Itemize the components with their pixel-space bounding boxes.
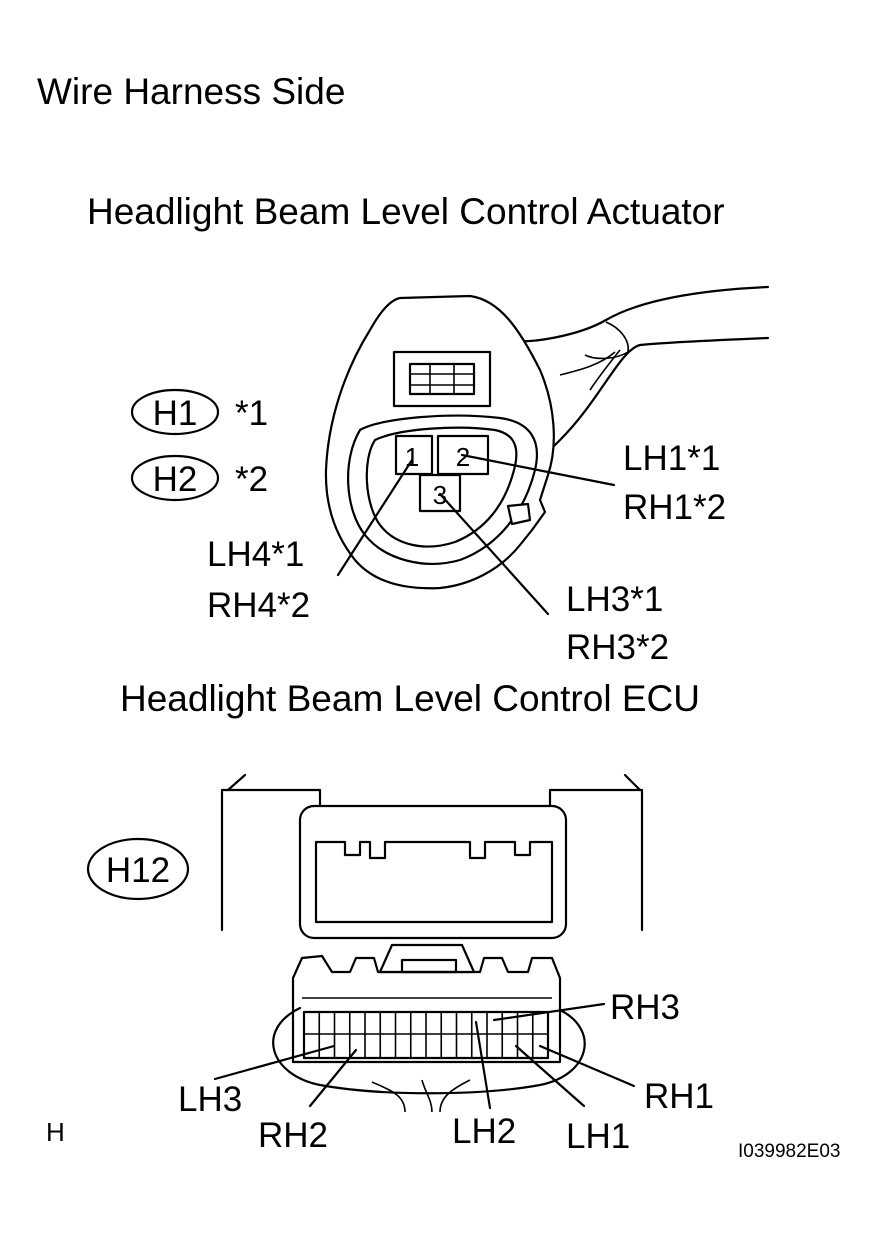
actuator-lock-tab [506,502,532,526]
ecu-plug-latch [378,943,476,974]
ecu-terminal-rh3: RH3 [610,988,680,1027]
ecu-leader-rh3 [492,1002,606,1022]
ecu-leader-lh3 [213,1044,336,1081]
connector-code-h1-label: H1 [153,394,198,433]
terminal-grid [304,1012,548,1058]
ecu-plug-body [291,954,562,1064]
actuator-pin-1-cell [394,434,434,476]
actuator-latch [392,350,492,408]
ecu-plug-latch-slot [400,958,458,974]
ecu-title: Headlight Beam Level Control ECU [120,678,700,719]
actuator-harness-strand-2 [589,349,621,391]
actuator-pin-2: 2 [456,442,470,472]
ecu-terminal-lh1: LH1 [566,1117,630,1156]
callout-leader-pin1 [336,458,414,577]
figure-id: I039982E03 [738,1141,841,1162]
actuator-housing-rim [346,414,539,565]
actuator-title: Headlight Beam Level Control Actuator [87,191,725,232]
actuator-harness-strand [559,351,616,376]
ecu-terminal-lh2: LH2 [452,1112,516,1151]
callout-pin3-lh: LH3*1 [566,580,663,619]
ecu-leader-rh1 [538,1044,636,1088]
ecu-terminal-rh2: RH2 [258,1116,328,1155]
ecu-harness-connector [213,943,636,1113]
connector-code-h12-label: H12 [106,851,170,890]
ecu-wire-2 [421,1079,433,1113]
actuator-cavity [365,426,518,548]
page-heading: Wire Harness Side [37,71,345,112]
callout-pin1-lh: LH4*1 [207,535,304,574]
connector-code-h1: H1 *1 [130,388,268,436]
ecu-receptacle-outer [298,804,568,940]
actuator-connector: 1 2 3 [324,285,770,616]
ecu-unit [220,773,644,940]
connector-code-h12-oval [86,837,190,901]
connector-code-h1-note: *1 [235,394,268,433]
connector-code-h2-oval [130,454,220,502]
connector-code-h12: H12 [86,837,190,901]
actuator-harness-loop [584,321,630,360]
connector-code-h2: H2 *2 [130,454,268,502]
connector-code-h2-label: H2 [153,460,198,499]
ecu-body-corner-left [226,773,247,792]
ecu-body-corner-right [623,773,642,792]
ecu-harness-wrap [272,1006,586,1095]
callout-pin3-rh: RH3*2 [566,628,669,667]
ecu-leader-rh2 [308,1048,358,1108]
ecu-leader-lh2 [474,1020,492,1110]
callout-leader-pin2 [460,453,616,487]
ecu-terminal-lh3: LH3 [178,1080,242,1119]
ecu-receptacle-inner [314,840,554,924]
connector-code-h2-note: *2 [235,460,268,499]
ecu-terminal-rh1: RH1 [644,1077,714,1116]
callout-leader-pin3 [438,492,550,616]
ecu-leader-lh1 [514,1044,586,1108]
ecu-wire-3 [439,1079,471,1113]
actuator-harness-top [503,285,770,343]
callout-pin1-rh: RH4*2 [207,586,310,625]
actuator-latch-inner [408,362,476,396]
ecu-wire-1 [371,1081,406,1113]
corner-letter: H [46,1117,65,1147]
connector-code-h1-oval [130,388,220,436]
callout-pin2-lh: LH1*1 [623,439,720,478]
callout-pin2-rh: RH1*2 [623,488,726,527]
